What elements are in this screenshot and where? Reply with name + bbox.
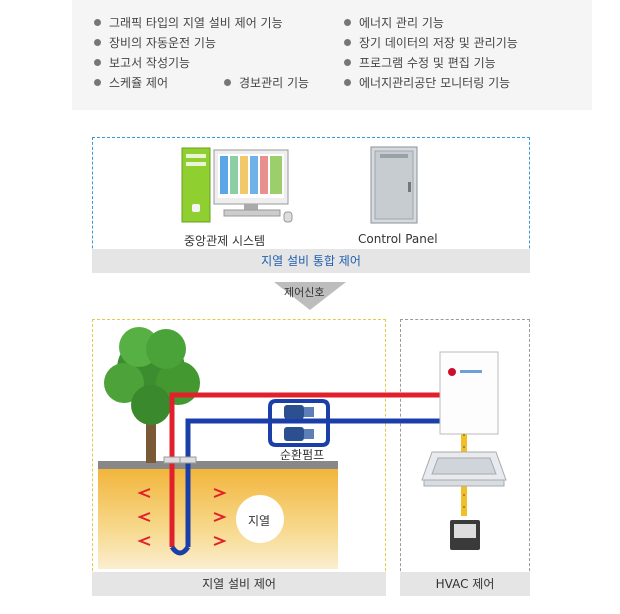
feature-text: 에너지 관리 기능 bbox=[359, 16, 444, 30]
feature-text: 보고서 작성기능 bbox=[109, 56, 191, 70]
feature-list: 그래픽 타입의 지열 설비 제어 기능 장비의 자동운전 기능 보고서 작성기능… bbox=[72, 0, 592, 110]
feature-item: 스케쥴 제어 bbox=[94, 74, 168, 91]
geothermal-label: 지열 bbox=[248, 514, 271, 528]
thermostat-icon bbox=[450, 520, 480, 550]
control-panel-icon bbox=[370, 146, 418, 224]
hvac-diagram bbox=[421, 351, 507, 550]
feature-item: 에너지 관리 기능 bbox=[344, 14, 444, 31]
heat-pump-unit-icon bbox=[439, 351, 499, 435]
control-signal-label: 제어신호 bbox=[284, 286, 325, 299]
control-panel-label: Control Panel bbox=[358, 232, 438, 246]
integrated-control-bar: 지열 설비 통합 제어 bbox=[92, 249, 530, 273]
feature-text: 장비의 자동운전 기능 bbox=[109, 36, 216, 50]
ceiling-cassette-icon bbox=[421, 451, 507, 487]
bullet-icon bbox=[344, 19, 351, 26]
feature-text: 그래픽 타입의 지열 설비 제어 기능 bbox=[109, 16, 283, 30]
feature-item: 장비의 자동운전 기능 bbox=[94, 34, 216, 51]
bullet-icon bbox=[344, 79, 351, 86]
central-system-label: 중앙관제 시스템 bbox=[184, 234, 266, 248]
bullet-icon bbox=[94, 59, 101, 66]
bullet-icon bbox=[94, 19, 101, 26]
circulation-pump-icon bbox=[284, 405, 314, 441]
feature-text: 스케쥴 제어 bbox=[109, 76, 169, 90]
bullet-icon bbox=[224, 79, 231, 86]
feature-text: 경보관리 기능 bbox=[239, 76, 310, 90]
central-computer-icon bbox=[181, 147, 293, 223]
feature-text: 프로그램 수정 및 편집 기능 bbox=[359, 56, 496, 70]
geothermal-diagram bbox=[98, 327, 384, 569]
hvac-control-bar: HVAC 제어 bbox=[400, 572, 530, 596]
bullet-icon bbox=[344, 59, 351, 66]
feature-item: 에너지관리공단 모니터링 기능 bbox=[344, 74, 510, 91]
feature-item: 보고서 작성기능 bbox=[94, 54, 190, 71]
feature-item: 그래픽 타입의 지열 설비 제어 기능 bbox=[94, 14, 283, 31]
feature-text: 장기 데이터의 저장 및 관리기능 bbox=[359, 36, 518, 50]
feature-item: 경보관리 기능 bbox=[224, 74, 309, 91]
feature-item: 장기 데이터의 저장 및 관리기능 bbox=[344, 34, 518, 51]
bullet-icon bbox=[94, 39, 101, 46]
pipe-connector bbox=[384, 392, 440, 424]
down-arrow-icon bbox=[274, 282, 346, 310]
bullet-icon bbox=[94, 79, 101, 86]
feature-text: 에너지관리공단 모니터링 기능 bbox=[359, 76, 511, 90]
bullet-icon bbox=[344, 39, 351, 46]
geothermal-control-bar: 지열 설비 제어 bbox=[92, 572, 386, 596]
feature-item: 프로그램 수정 및 편집 기능 bbox=[344, 54, 496, 71]
circulation-pump-label: 순환펌프 bbox=[280, 448, 325, 462]
